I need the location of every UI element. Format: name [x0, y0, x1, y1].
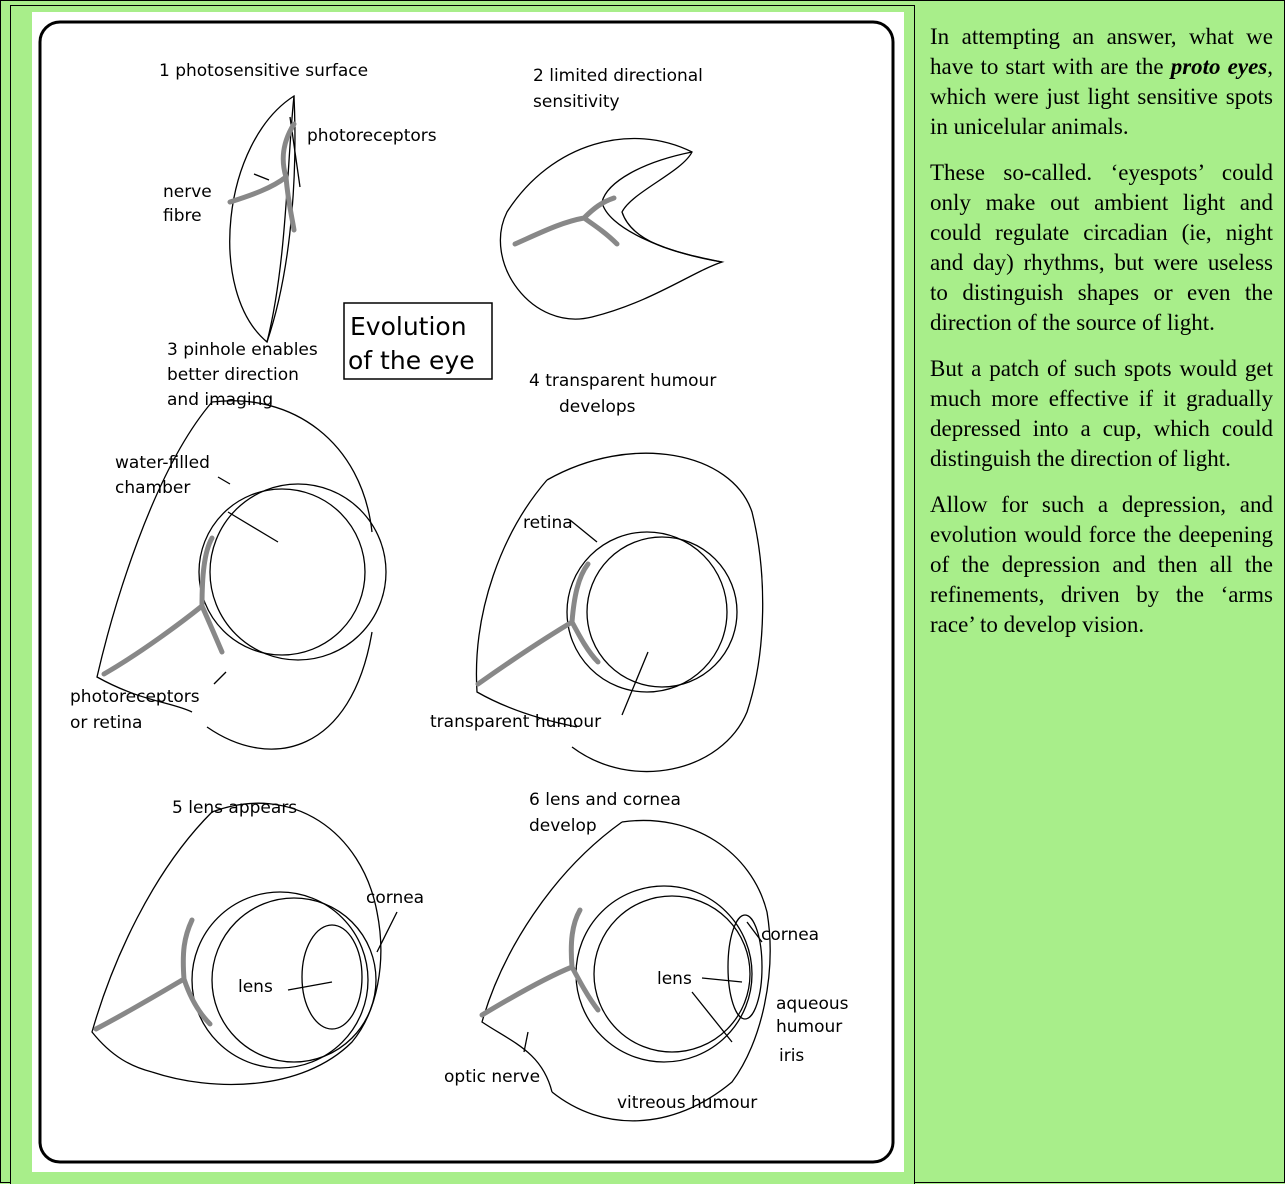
- stage6-label-iris: iris: [779, 1046, 804, 1066]
- stage6-label-optic-nerve: optic nerve: [444, 1067, 540, 1087]
- stage3-caption-2: better direction: [167, 365, 299, 385]
- paragraph-4: Allow for such a depression, and evoluti…: [930, 490, 1273, 640]
- figure-title-line2: of the eye: [348, 346, 475, 375]
- stage3-caption-3: and imaging: [167, 390, 273, 410]
- paragraph-2: These so-called. ‘eyespots’ could only m…: [930, 158, 1273, 338]
- stage1-label-nerve: nerve: [163, 182, 212, 202]
- stage3-label-retina: or retina: [70, 713, 142, 733]
- stage6-label-aqueous: aqueous: [776, 994, 849, 1014]
- article-text: In attempting an answer, what we have to…: [930, 22, 1273, 656]
- paragraph-1: In attempting an answer, what we have to…: [930, 22, 1273, 142]
- stage5-caption: 5 lens appears: [172, 798, 297, 818]
- stage2-caption-2: sensitivity: [533, 92, 620, 112]
- proto-eyes-emphasis: proto eyes: [1171, 54, 1268, 79]
- stage6-caption-1: 6 lens and cornea: [529, 790, 681, 810]
- stage3-label-water: water-filled: [115, 453, 210, 473]
- stage4-label-retina: retina: [523, 513, 573, 533]
- stage4-label-transparent-humour: transparent humour: [430, 712, 601, 732]
- stage6-label-vitreous-humour: vitreous humour: [617, 1093, 757, 1113]
- stage6-label-humour: humour: [776, 1017, 842, 1037]
- stage5-label-cornea: cornea: [366, 888, 424, 908]
- stage1-label-fibre: fibre: [163, 206, 202, 226]
- stage3-label-photoreceptors: photoreceptors: [70, 687, 200, 707]
- stage1-label-photoreceptors: photoreceptors: [307, 126, 437, 146]
- stage3-label-chamber: chamber: [115, 478, 190, 498]
- stage2-caption-1: 2 limited directional: [533, 66, 703, 86]
- stage6-caption-2: develop: [529, 816, 597, 836]
- stage4-caption-2: develops: [559, 397, 636, 417]
- stage3-caption-1: 3 pinhole enables: [167, 340, 318, 360]
- stage6-label-lens: lens: [657, 969, 692, 989]
- stage6-label-cornea: cornea: [761, 925, 819, 945]
- stage4-caption-1: 4 transparent humour: [529, 371, 716, 391]
- paragraph-3: But a patch of such spots would get much…: [930, 354, 1273, 474]
- figure-title-line1: Evolution: [350, 312, 467, 341]
- stage1-caption: 1 photosensitive surface: [159, 61, 368, 81]
- eye-evolution-figure: Evolution of the eye: [32, 12, 904, 1172]
- stage5-label-lens: lens: [238, 977, 273, 997]
